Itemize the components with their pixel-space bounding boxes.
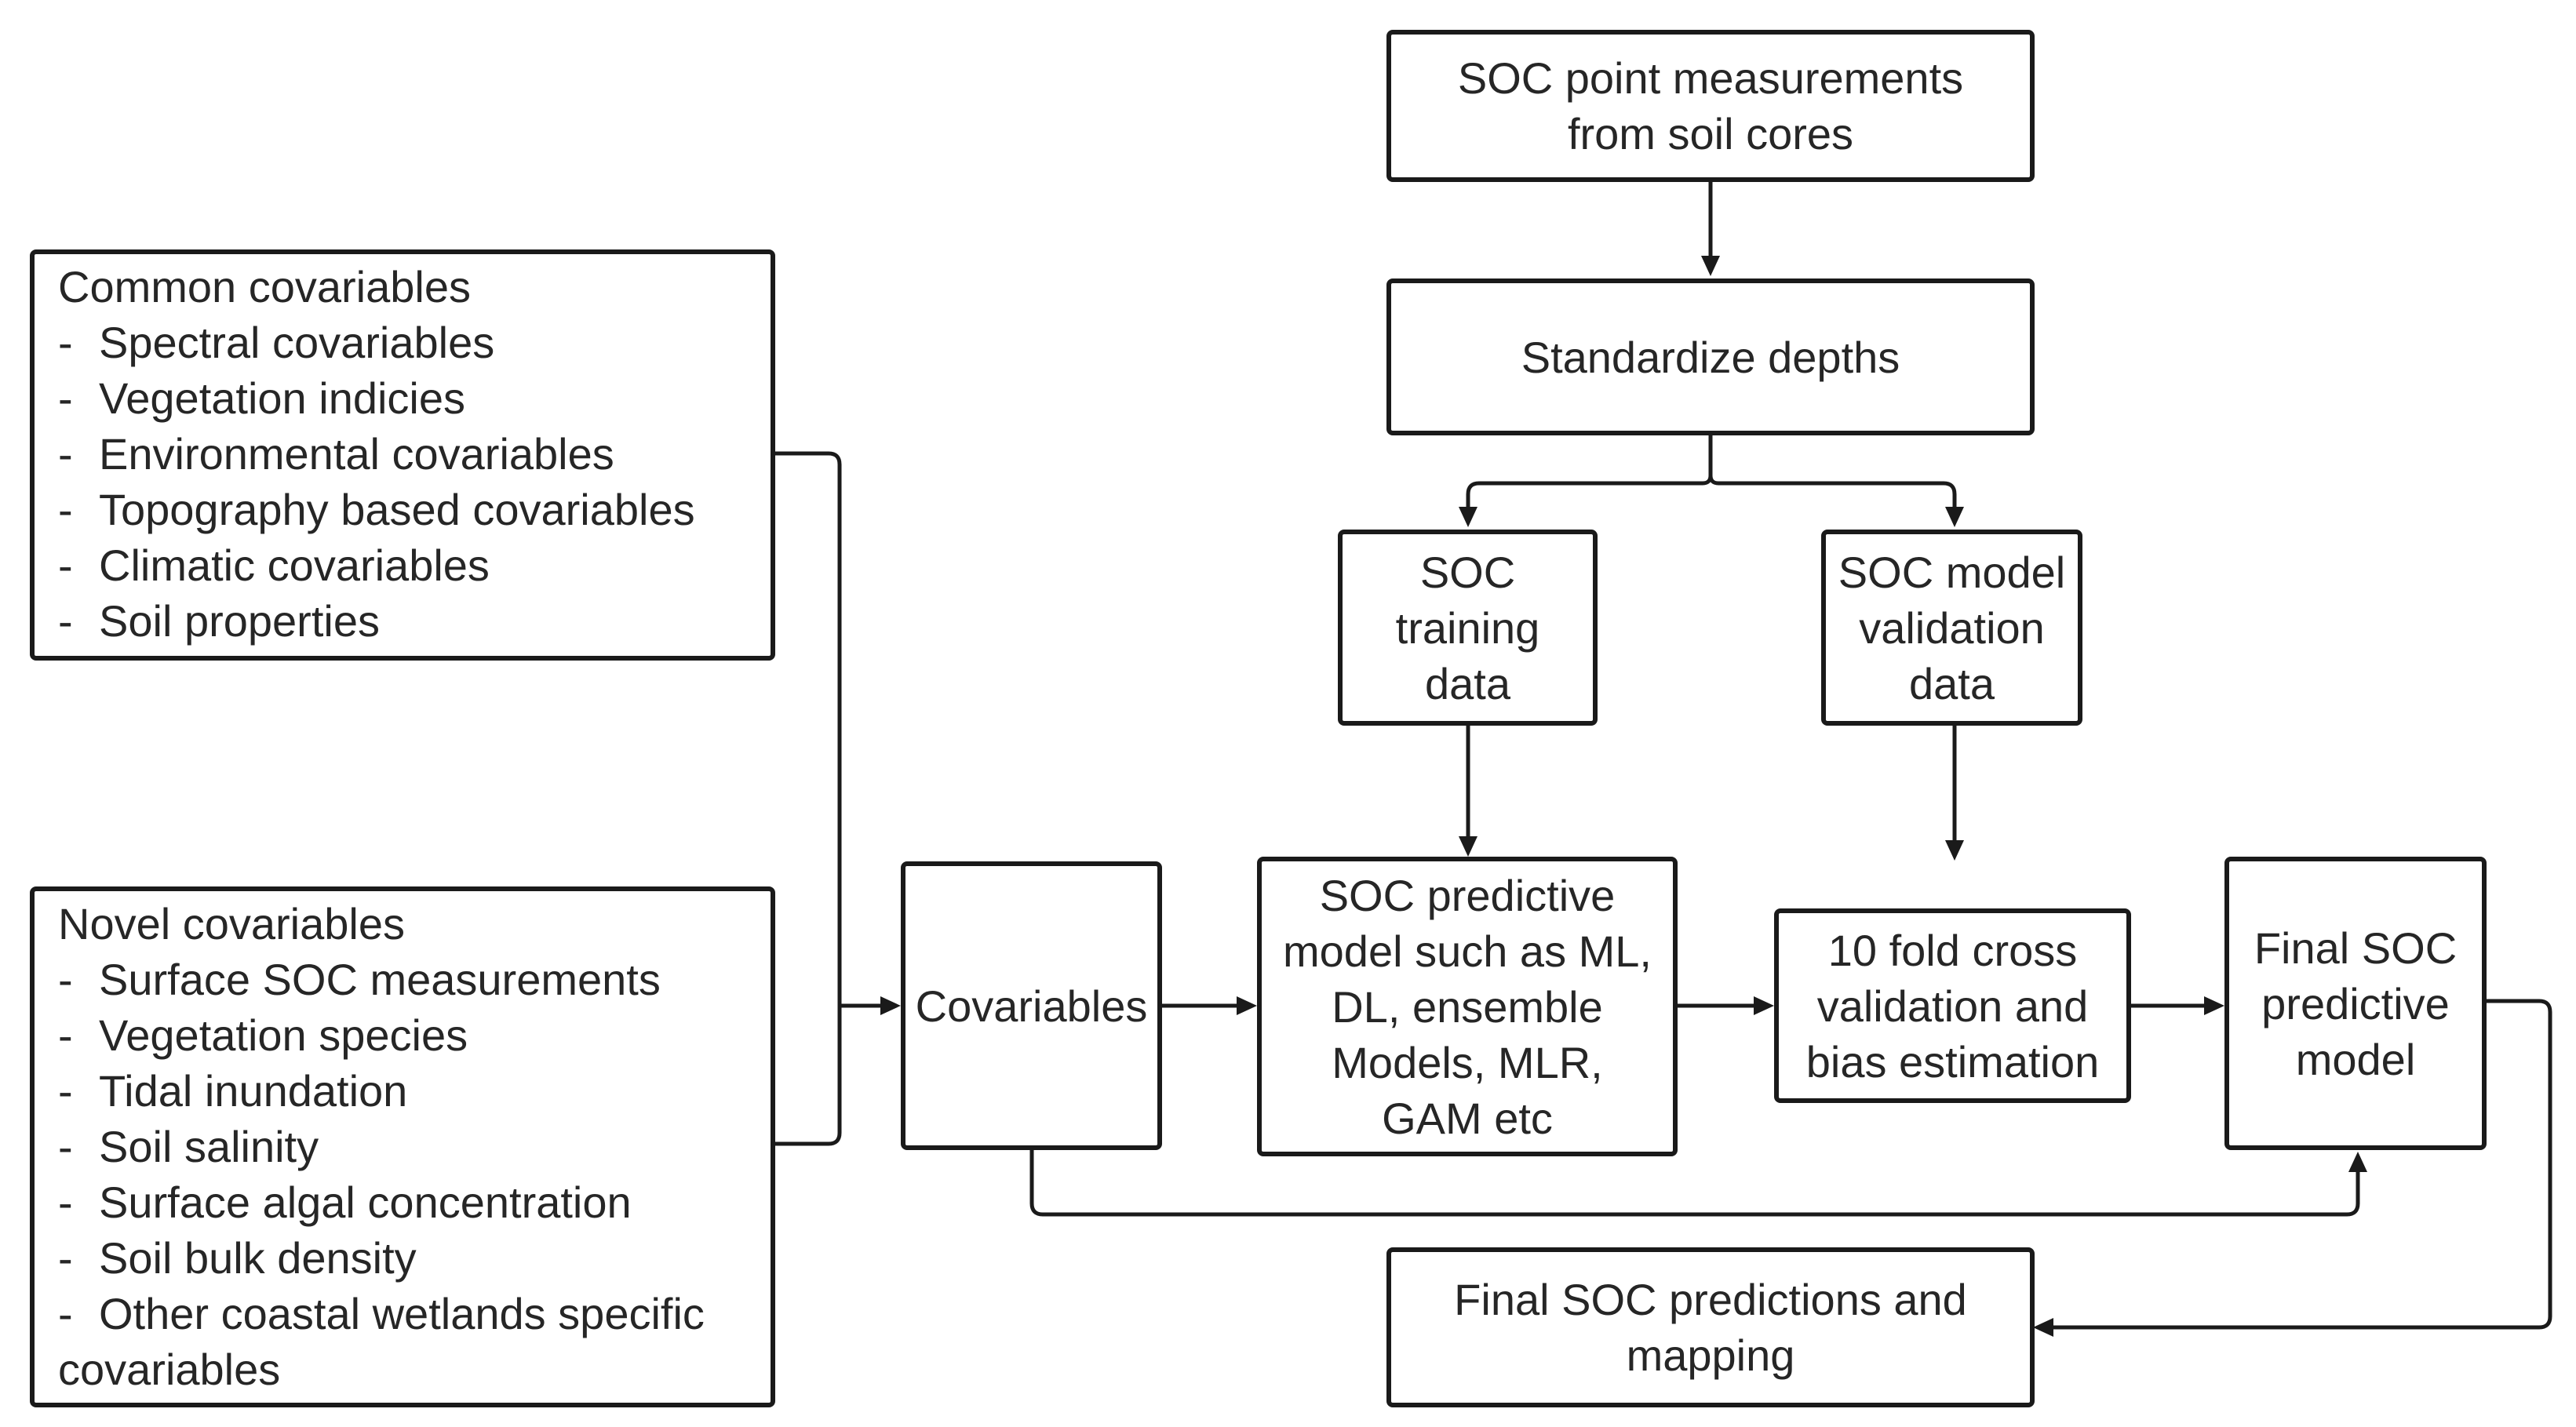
node-label-line: SOC point measurements <box>1457 53 1964 103</box>
list-item: -Other coastal wetlands specific <box>58 1286 771 1341</box>
list-item-text: Soil salinity <box>99 1122 319 1171</box>
arrowhead-final-model-bottom <box>2348 1152 2367 1172</box>
list-item: -Surface algal concentration <box>58 1174 771 1230</box>
node-label-line: mapping <box>1626 1331 1795 1380</box>
list-item: -Soil bulk density <box>58 1230 771 1286</box>
node-soc-point-measurements: SOC point measurements from soil cores <box>1386 30 2035 182</box>
node-covariables: Covariables <box>901 861 1162 1150</box>
list-item: -Spectral covariables <box>58 315 771 370</box>
list-item-text: Soil properties <box>99 596 380 646</box>
list-item: -Vegetation indicies <box>58 370 771 426</box>
list-item: -Surface SOC measurements <box>58 952 771 1007</box>
node-final-soc-predictive-model: Final SOC predictive model <box>2224 857 2487 1150</box>
list-item-text: Other coastal wetlands specific <box>99 1289 705 1338</box>
arrowhead-crossval-left <box>1754 996 1774 1015</box>
node-label-line: Final SOC predictions and <box>1454 1275 1967 1324</box>
list-item: -Tidal inundation <box>58 1063 771 1119</box>
node-label-line: SOC predictive <box>1319 870 1616 920</box>
novel-covariables-heading: Novel covariables <box>58 899 405 948</box>
node-label-line: 10 fold cross <box>1827 925 2078 975</box>
list-item: -Topography based covariables <box>58 482 771 537</box>
edge-standardize-split <box>1466 435 1957 510</box>
node-label-line: validation <box>1859 602 2045 653</box>
node-label-line: model such as ML, <box>1283 926 1652 976</box>
arrowhead-predictive-top <box>1459 836 1477 857</box>
list-item-text: Surface algal concentration <box>99 1178 632 1227</box>
node-label-line: data <box>1425 658 1510 708</box>
arrowhead-training <box>1459 507 1477 527</box>
arrowhead-covariables <box>880 996 901 1015</box>
list-item-text: Environmental covariables <box>99 429 614 479</box>
node-label-line: Standardize depths <box>1521 332 1900 382</box>
node-label-line: data <box>1909 658 1995 708</box>
arrowhead-final-predictions <box>2033 1318 2053 1337</box>
node-soc-training-data: SOC training data <box>1338 530 1598 726</box>
list-item-text: Soil bulk density <box>99 1233 417 1283</box>
node-label-line: bias estimation <box>1805 1036 2100 1087</box>
list-item-text: Climatic covariables <box>99 541 490 590</box>
node-label-line: DL, ensemble <box>1332 981 1603 1032</box>
list-item: -Soil properties <box>58 593 771 649</box>
node-label-line: Covariables <box>915 981 1148 1031</box>
list-item: -Vegetation species <box>58 1007 771 1063</box>
node-label-line: from soil cores <box>1567 109 1854 158</box>
node-novel-covariables: Novel covariables -Surface SOC measureme… <box>30 886 775 1407</box>
arrowhead-validation <box>1945 507 1964 527</box>
list-item-text: Vegetation indicies <box>99 373 466 423</box>
node-label-line: training <box>1395 602 1540 653</box>
node-soc-model-validation-data: SOC model validation data <box>1821 530 2082 726</box>
arrowhead-standardize <box>1701 256 1720 276</box>
list-item-text: Vegetation species <box>99 1010 468 1060</box>
node-soc-predictive-model: SOC predictive model such as ML, DL, ens… <box>1257 857 1678 1156</box>
list-item: -Climatic covariables <box>58 537 771 593</box>
node-label-line: SOC <box>1419 547 1516 597</box>
edge-covariables-to-final-model <box>1029 1150 2360 1217</box>
node-label-line: model <box>2295 1034 2416 1084</box>
node-label-line: Models, MLR, <box>1332 1037 1603 1087</box>
node-label-line: GAM etc <box>1382 1093 1553 1143</box>
node-final-soc-predictions-mapping: Final SOC predictions and mapping <box>1386 1247 2035 1407</box>
node-label-line: validation and <box>1816 981 2089 1031</box>
node-label-line: predictive <box>2261 978 2450 1028</box>
node-common-covariables: Common covariables -Spectral covariables… <box>30 249 775 661</box>
common-covariables-heading: Common covariables <box>58 262 471 311</box>
list-item-text: Topography based covariables <box>99 485 695 534</box>
node-label-line: Final SOC <box>2254 923 2458 973</box>
node-standardize-depths: Standardize depths <box>1386 278 2035 435</box>
node-cross-validation: 10 fold cross validation and bias estima… <box>1774 908 2131 1103</box>
list-item: -Soil salinity <box>58 1119 771 1174</box>
list-item-text: Spectral covariables <box>99 318 495 367</box>
node-label-line: SOC model <box>1838 547 2066 597</box>
edge-final-model-to-predictions <box>2052 999 2552 1330</box>
list-item-text: Tidal inundation <box>99 1066 408 1116</box>
list-item-continuation: covariables <box>58 1345 281 1394</box>
list-item: -Environmental covariables <box>58 426 771 482</box>
arrowhead-crossval-top <box>1945 840 1964 861</box>
list-item-text: Surface SOC measurements <box>99 955 661 1004</box>
arrowhead-final-model-left <box>2204 996 2224 1015</box>
edge-covariable-bracket <box>775 451 882 1146</box>
arrowhead-predictive-left <box>1237 996 1257 1015</box>
